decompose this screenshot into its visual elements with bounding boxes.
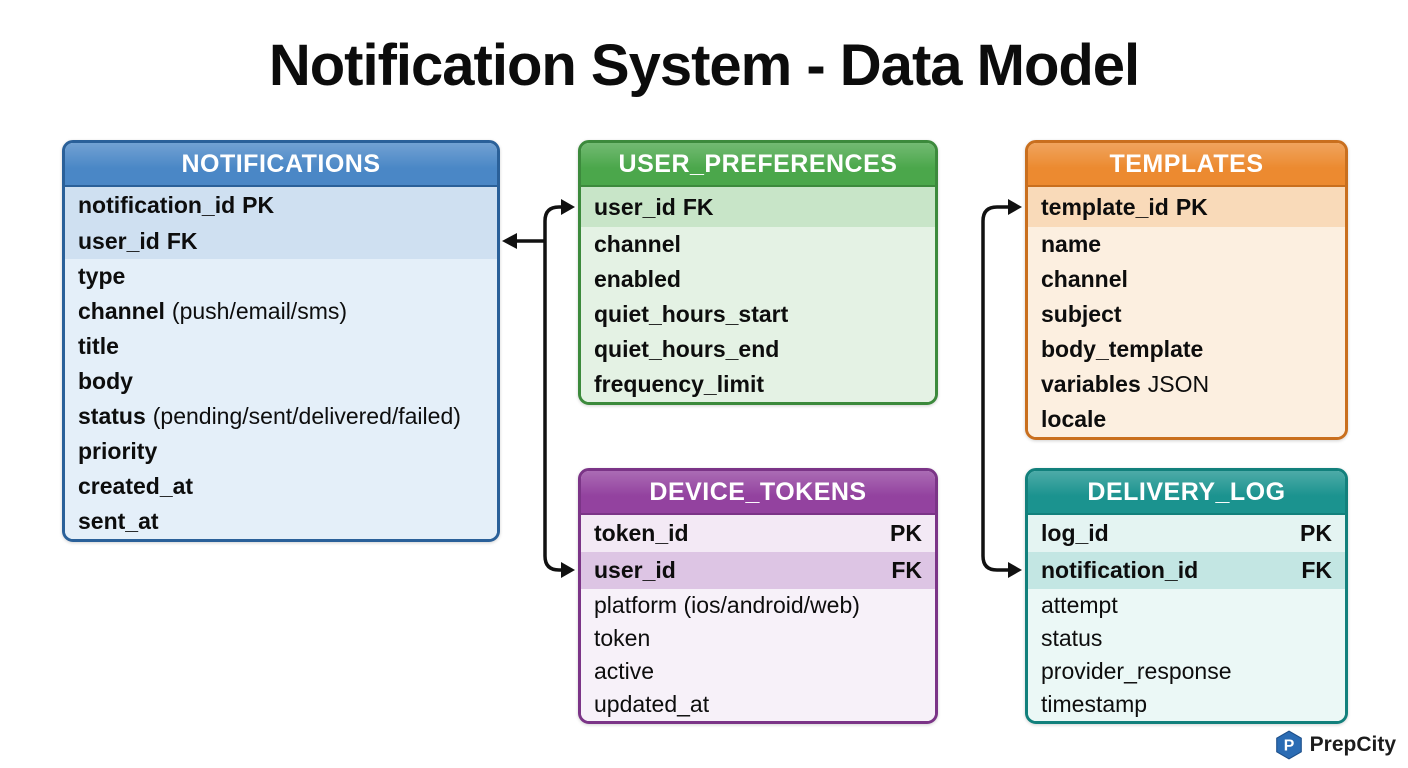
table-row: token (581, 622, 935, 655)
table-row: platform (ios/android/web) (581, 589, 935, 622)
pk-badge: PK (1175, 193, 1208, 220)
table-row: quiet_hours_end (581, 332, 935, 367)
fk-badge: FK (891, 557, 922, 583)
table-user-preferences-title: USER_PREFERENCES (618, 149, 898, 178)
table-notifications-title: NOTIFICATIONS (181, 149, 381, 178)
table-row: name (1028, 227, 1345, 262)
table-row: timestamp (1028, 688, 1345, 721)
table-templates-title: TEMPLATES (1109, 149, 1264, 178)
pk-badge: PK (1300, 520, 1332, 546)
table-row: attempt (1028, 589, 1345, 622)
table-notifications-header: NOTIFICATIONS (65, 143, 497, 187)
table-row: enabled (581, 262, 935, 297)
arrowhead-right-icon (561, 199, 575, 215)
table-device-tokens-header: DEVICE_TOKENS (581, 471, 935, 515)
fk-badge: FK (1301, 557, 1332, 583)
table-delivery-log-title: DELIVERY_LOG (1087, 477, 1286, 506)
table-row: channel (1028, 262, 1345, 297)
fk-badge: FK (682, 193, 714, 220)
table-device-tokens-title: DEVICE_TOKENS (649, 477, 867, 506)
arrowhead-right-icon (1008, 199, 1022, 215)
brand-logo: P PrepCity (1275, 730, 1396, 760)
table-templates-header: TEMPLATES (1028, 143, 1345, 187)
brand-name: PrepCity (1309, 733, 1396, 756)
table-delivery-log-header: DELIVERY_LOG (1028, 471, 1345, 515)
table-row: channel (581, 227, 935, 262)
table-row: locale (1028, 402, 1345, 437)
table-row: subject (1028, 297, 1345, 332)
fk-badge: FK (166, 227, 198, 254)
table-row: updated_at (581, 688, 935, 721)
arrowhead-left-icon (502, 233, 517, 249)
page-title: Notification System - Data Model (268, 33, 1140, 98)
hexagon-p-icon: P (1275, 730, 1302, 760)
table-row: quiet_hours_start (581, 297, 935, 332)
table-row: active (581, 655, 935, 688)
table-row: sent_at (65, 504, 497, 539)
table-row: type (65, 259, 497, 294)
table-row: priority (65, 434, 497, 469)
table-row: frequency_limit (581, 367, 935, 402)
pk-badge: PK (242, 191, 275, 218)
connector-line (981, 205, 1008, 572)
table-row: created_at (65, 469, 497, 504)
arrowhead-right-icon (1008, 562, 1022, 578)
svg-text:P: P (1283, 738, 1294, 755)
connector-line (543, 241, 562, 572)
pk-badge: PK (890, 520, 922, 546)
table-row: status(pending/sent/delivered/failed) (65, 399, 497, 434)
arrowhead-right-icon (561, 562, 575, 578)
table-user-preferences-header: USER_PREFERENCES (581, 143, 935, 187)
table-row: title (65, 329, 497, 364)
table-row: body (65, 364, 497, 399)
table-row: provider_response (1028, 655, 1345, 688)
table-row: channel(push/email/sms) (65, 294, 497, 329)
table-row: status (1028, 622, 1345, 655)
connector-line (543, 205, 562, 241)
table-row: body_template (1028, 332, 1345, 367)
